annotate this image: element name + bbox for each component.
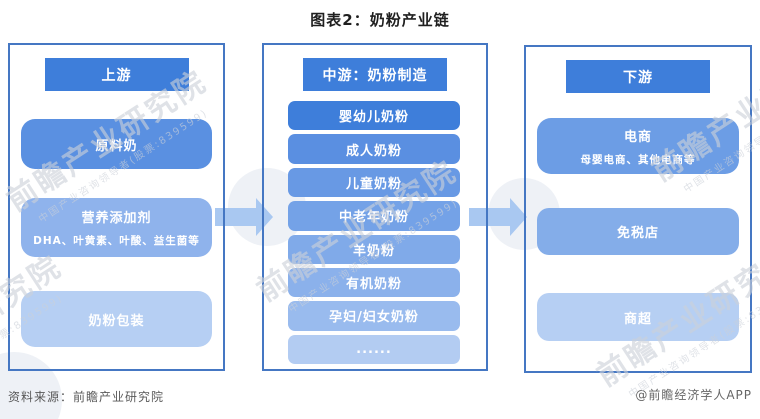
upstream-box-packaging: 奶粉包装 — [21, 291, 212, 347]
box-label: 营养添加剂 — [81, 211, 152, 226]
right-arrow-icon — [469, 198, 527, 236]
upstream-box-additives: 营养添加剂 DHA、叶黄素、叶酸、益生菌等 — [21, 198, 212, 257]
credit-note: @前瞻经济学人APP — [635, 388, 752, 402]
source-note: 资料来源：前瞻产业研究院 — [8, 390, 165, 404]
midstream-box-children: 儿童奶粉 — [288, 167, 460, 198]
box-label: 电商 — [623, 129, 652, 145]
box-label: 商超 — [623, 311, 652, 327]
box-sublabel: DHA、叶黄素、叶酸、益生菌等 — [33, 235, 200, 247]
midstream-box-adult: 成人奶粉 — [288, 134, 460, 164]
midstream-box-maternal: 孕妇/妇女奶粉 — [288, 301, 460, 331]
downstream-box-ecommerce: 电商 母婴电商、其他电商等 — [537, 118, 739, 174]
box-label: 原料奶 — [95, 138, 138, 154]
midstream-panel: 中游：奶粉制造 婴幼儿奶粉 成人奶粉 儿童奶粉 中老年奶粉 羊奶粉 有机奶粉 孕… — [262, 43, 488, 371]
midstream-header: 中游：奶粉制造 — [303, 58, 447, 91]
midstream-box-goat: 羊奶粉 — [288, 234, 460, 264]
midstream-box-organic: 有机奶粉 — [288, 267, 460, 298]
upstream-header: 上游 — [44, 58, 189, 91]
downstream-box-dutyfree: 免税店 — [537, 208, 739, 255]
downstream-panel: 下游 电商 母婴电商、其他电商等 免税店 商超 — [524, 45, 752, 373]
box-label: 免税店 — [616, 226, 659, 241]
downstream-header: 下游 — [566, 60, 710, 93]
downstream-box-supermarket: 商超 — [537, 293, 739, 341]
right-arrow-icon — [215, 198, 273, 236]
box-label: 奶粉包装 — [88, 313, 145, 329]
midstream-box-others: ...... — [288, 334, 460, 364]
box-sublabel: 母婴电商、其他电商等 — [580, 153, 696, 166]
upstream-panel: 上游 原料奶 营养添加剂 DHA、叶黄素、叶酸、益生菌等 奶粉包装 — [8, 43, 225, 371]
midstream-box-senior: 中老年奶粉 — [288, 201, 460, 231]
midstream-box-infant: 婴幼儿奶粉 — [288, 101, 460, 131]
midstream-box-stack: 婴幼儿奶粉 成人奶粉 儿童奶粉 中老年奶粉 羊奶粉 有机奶粉 孕妇/妇女奶粉 .… — [288, 101, 460, 364]
page-title: 图表2：奶粉产业链 — [310, 11, 450, 29]
upstream-box-raw-milk: 原料奶 — [21, 119, 212, 169]
